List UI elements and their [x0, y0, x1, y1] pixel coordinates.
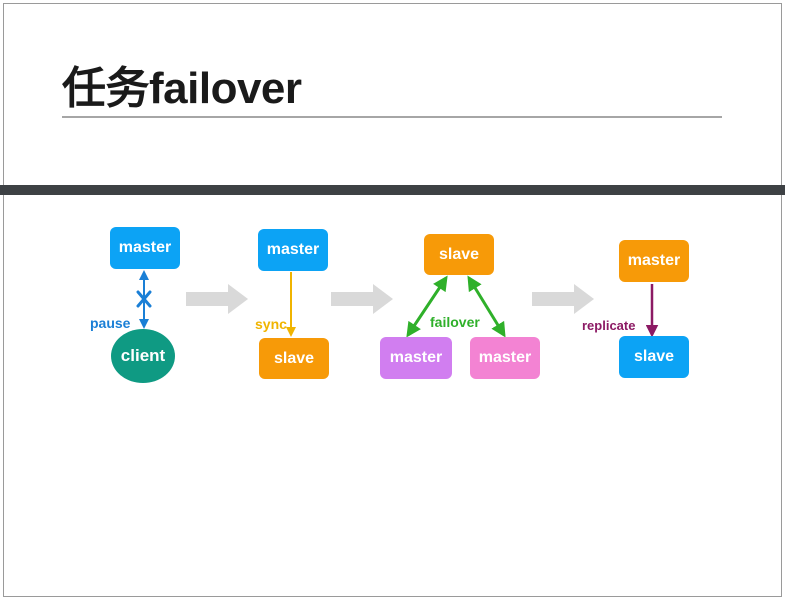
stage3-slave-node: slave — [424, 234, 494, 275]
stage2-master-node: master — [258, 229, 328, 271]
replicate-label: replicate — [582, 318, 636, 333]
stage3-master-right-node: master — [470, 337, 540, 379]
stage1-client-node: client — [111, 329, 175, 383]
page-title: 任务failover — [62, 64, 302, 113]
blocked-cross-icon — [136, 290, 152, 308]
diagram-connectors — [136, 270, 659, 338]
stage4-slave-node: slave — [619, 336, 689, 378]
failover-link-right — [467, 275, 506, 338]
slide-diagram-panel: master client pause master slave sync sl… — [3, 195, 782, 597]
failover-link-left — [406, 275, 448, 338]
slide-title-panel — [3, 3, 782, 186]
pause-label: pause — [90, 315, 131, 331]
stage4-master-node: master — [619, 240, 689, 282]
transition-arrow-icon — [331, 284, 393, 314]
stage1-master-node: master — [110, 227, 180, 269]
stage3-master-left-node: master — [380, 337, 452, 379]
title-underline — [62, 116, 722, 118]
stage2-slave-node: slave — [259, 338, 329, 379]
failover-label: failover — [430, 314, 480, 330]
transition-arrow-icon — [186, 284, 248, 314]
sync-label: sync — [255, 316, 287, 332]
slide-divider — [0, 185, 785, 195]
transition-arrow-icon — [532, 284, 594, 314]
